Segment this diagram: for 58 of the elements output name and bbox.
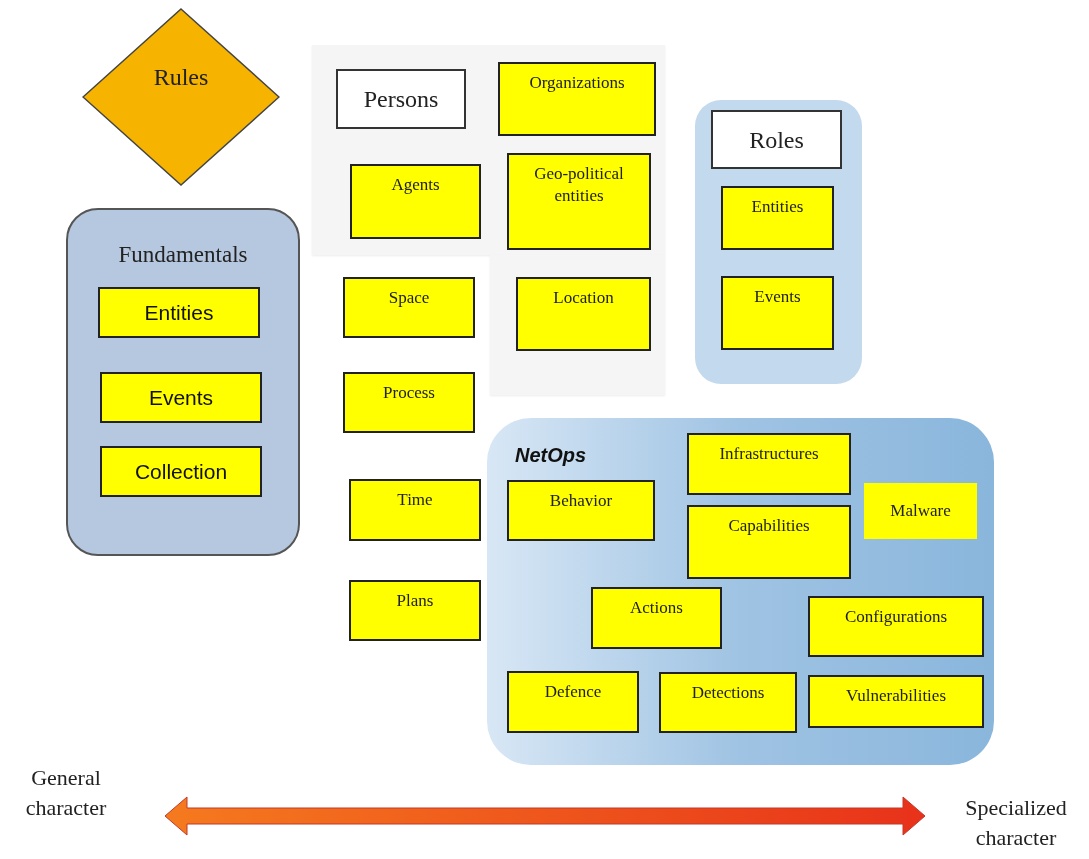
node-label: Capabilities [727,515,811,537]
node-label: Vulnerabilities [845,685,947,707]
node-label: Persons [363,85,439,114]
concept-box [498,62,656,136]
concept-box [721,276,834,350]
node-label: Detections [690,682,766,704]
node-label: Rules [153,63,209,92]
panel-background [490,255,665,395]
node-label: Events [753,286,802,308]
category-box [711,110,842,169]
node-label: Organizations [528,72,626,94]
scale-label: Specialized character [964,794,1068,852]
node-label: Roles [749,125,804,155]
node-label: Actions [629,597,684,619]
group-panel [66,208,300,556]
node-label: Fundamentals [117,241,249,269]
panel-background [312,45,665,255]
node-label: Configurations [844,606,948,628]
group-panel [695,100,862,384]
node-label: Behavior [548,490,614,512]
node-label: Events [148,384,214,411]
concept-box [591,587,722,649]
node-label: NetOps [515,443,587,468]
scale-label: General character [24,764,108,822]
concept-box [100,446,262,497]
node-label: Geo-political entities [533,163,625,208]
concept-box [808,675,984,728]
concept-box [349,580,481,641]
concept-box [349,479,481,541]
concept-box [100,372,262,423]
category-box [336,69,466,129]
group-panel [487,418,994,765]
node-label: Location [552,287,615,309]
concept-box [659,672,797,733]
concept-box [864,483,977,539]
node-label: Infrastructures [718,443,820,465]
concept-box [687,433,851,495]
node-label: Time [396,489,434,511]
node-label: Collection [134,458,228,485]
concept-box [808,596,984,657]
concept-box [721,186,834,250]
node-label: Malware [890,500,951,523]
node-label: Agents [390,174,441,196]
node-label: Entities [144,299,214,326]
concept-box [516,277,651,351]
concept-box [350,164,481,239]
concept-box [507,671,639,733]
node-label: Space [387,287,431,309]
node-label: Entities [750,196,805,218]
node-label: Process [382,382,436,404]
concept-box [687,505,851,579]
node-label: Defence [543,681,603,703]
concept-box [343,277,475,338]
node-label: Plans [395,590,435,612]
concept-box [507,480,655,541]
concept-box [507,153,651,250]
concept-box [98,287,260,338]
concept-box [343,372,475,433]
